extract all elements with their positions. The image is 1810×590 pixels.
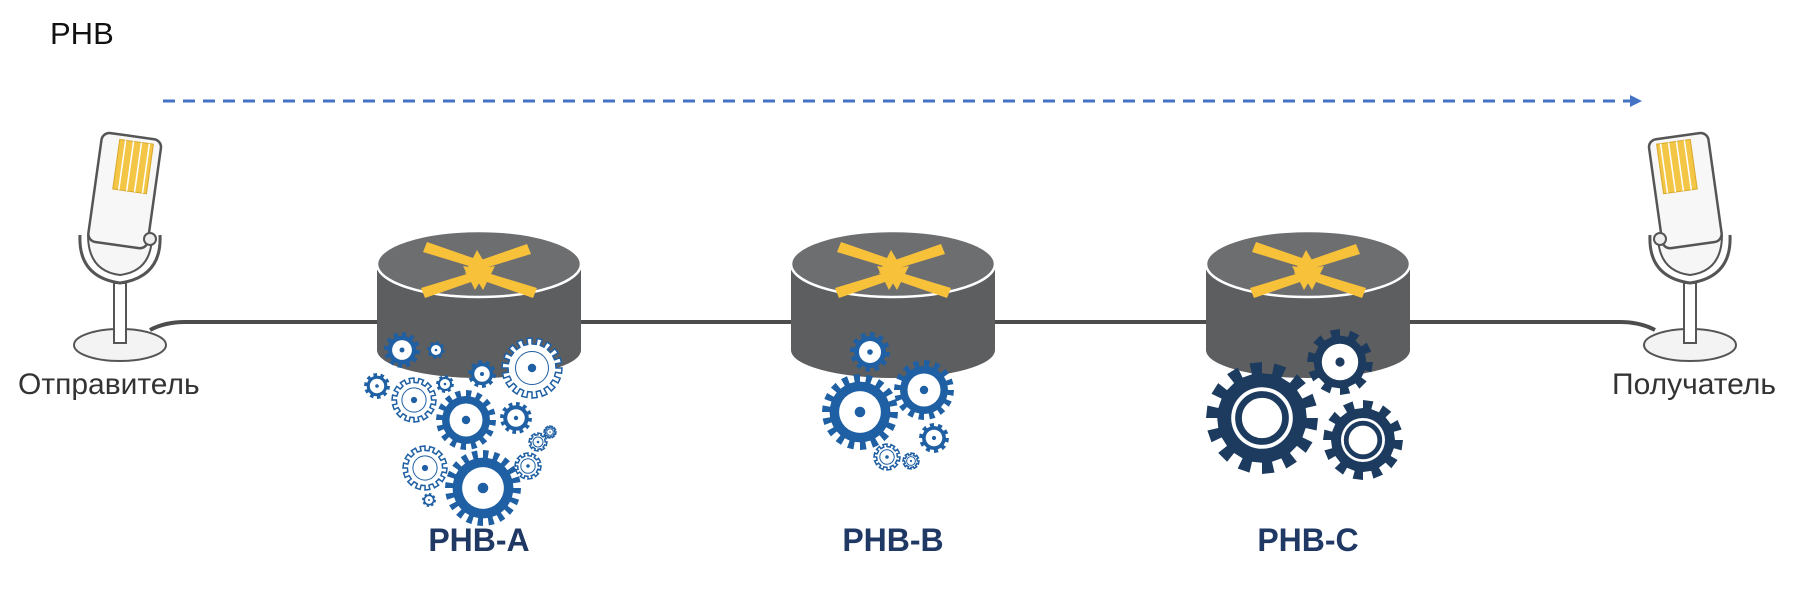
gear-icon — [850, 332, 890, 372]
page-title: PHB — [50, 16, 114, 51]
gear-icon — [902, 452, 920, 470]
gear-icon — [1323, 400, 1403, 480]
gears-icon-b — [822, 332, 954, 471]
gear-icon — [822, 374, 898, 450]
sender-microphone-icon — [72, 130, 168, 363]
gear-icon — [1307, 329, 1373, 395]
gear-icon — [873, 443, 901, 471]
phb-label-b: PHB-B — [842, 522, 944, 558]
phb-label-c: PHB-C — [1257, 522, 1359, 558]
receiver-microphone-icon — [1642, 130, 1738, 363]
gear-icon — [514, 452, 542, 480]
sender-label: Отправитель — [18, 368, 200, 401]
gears-icon-a — [364, 332, 563, 526]
gear-icon — [364, 373, 390, 399]
gear-icon — [894, 360, 954, 420]
gear-icon — [436, 390, 496, 450]
gear-icon — [445, 450, 521, 526]
gear-icon — [427, 341, 445, 359]
gear-icon — [436, 375, 454, 393]
gear-icon — [468, 360, 496, 388]
gear-icon — [543, 425, 557, 439]
gear-icon — [919, 423, 949, 453]
gear-icon — [402, 445, 448, 491]
router-icon-b — [789, 229, 997, 380]
gear-icon — [384, 332, 420, 368]
gear-icon — [528, 432, 548, 452]
gear-icon — [391, 377, 437, 423]
phb-label-a: PHB-A — [428, 522, 530, 558]
gear-icon — [1206, 362, 1318, 474]
gear-icon — [501, 337, 563, 399]
gears-icon-c — [1206, 329, 1403, 480]
gear-icon — [422, 493, 436, 507]
gear-icon — [500, 402, 532, 434]
receiver-label: Получатель — [1612, 368, 1776, 401]
